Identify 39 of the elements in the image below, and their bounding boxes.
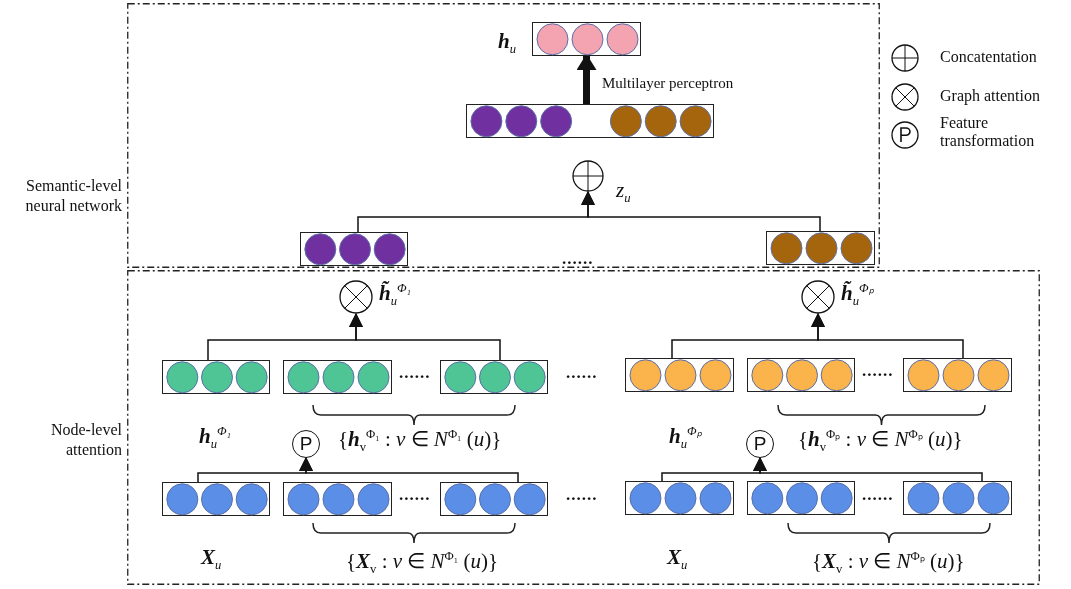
math-label: {h$_{v}$$^{Φ₁}$ : v ∈ N$^{Φ₁}$ (u)}: [338, 428, 502, 454]
legend-text: Graph attention: [940, 87, 1041, 105]
arrow: [299, 457, 519, 483]
math-label: z$_{u}$: [616, 180, 631, 205]
vector-box: [300, 232, 408, 266]
operator-circle: P: [292, 430, 320, 458]
ellipsis-dots: ......: [399, 364, 431, 381]
section-title: Node-level attention: [49, 420, 122, 460]
ellipsis-dots: ......: [566, 364, 598, 381]
arrow: [581, 191, 821, 232]
math-label: X$_{u}$: [667, 547, 688, 572]
vector-box: [440, 482, 548, 516]
vector-box: [283, 360, 392, 394]
arrow: [753, 457, 983, 482]
legend-text: Concatentation: [940, 48, 1038, 66]
ellipsis-dots: ......: [399, 486, 431, 503]
arrow: [811, 313, 964, 359]
math-label: {X$_{v}$ : v ∈ N$^{Φₚ}$ (u)}: [812, 550, 965, 576]
math-label: X$_{u}$: [201, 547, 222, 572]
vector-box: [766, 231, 875, 265]
operator-circle: P: [746, 430, 774, 458]
legend-text: Feature transformation: [940, 114, 1036, 150]
vector-box: [747, 481, 855, 515]
ellipsis-dots: ......: [862, 486, 894, 503]
ellipsis-dots: ......: [862, 362, 894, 379]
ellipsis-dots: ......: [566, 486, 598, 503]
vector-box: [466, 104, 714, 138]
math-label: {X$_{v}$ : v ∈ N$^{Φ₁}$ (u)}: [346, 550, 499, 576]
edge-label: Multilayer perceptron: [602, 75, 734, 92]
section-title: Semantic-level neural network: [24, 176, 122, 216]
math-label: {h$_{v}$$^{Φₚ}$ : v ∈ N$^{Φₚ}$ (u)}: [798, 428, 963, 454]
vector-box: [440, 360, 548, 394]
vector-box: [903, 358, 1012, 392]
vector-box: [903, 481, 1012, 515]
vector-box: [283, 482, 392, 516]
arrow: [349, 313, 501, 361]
vector-box: [747, 358, 855, 392]
math-label: h$_{u}$: [498, 31, 516, 56]
ellipsis-dots: ......: [562, 250, 594, 267]
